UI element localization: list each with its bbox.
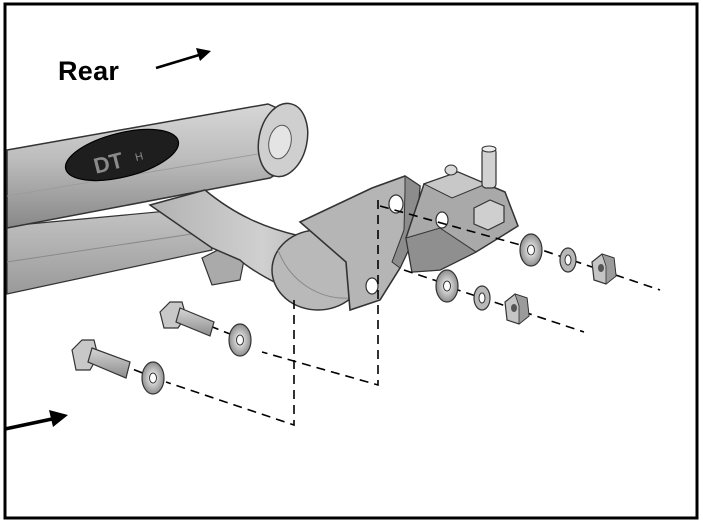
lock-washer-icon	[473, 285, 491, 311]
mounting-bracket	[298, 175, 421, 312]
nut-icon	[473, 199, 505, 231]
front-arrow-icon	[4, 410, 68, 431]
vehicle-bracket	[405, 145, 519, 273]
washer-icon	[141, 361, 165, 395]
nut-icon	[591, 253, 617, 285]
rear-direction-label: Rear	[58, 56, 120, 86]
logo-plate	[64, 128, 180, 182]
bolt-icon	[71, 339, 131, 379]
stud-bolt-icon	[481, 147, 497, 189]
bracket-hole	[365, 277, 379, 295]
nut-icon	[504, 293, 530, 325]
bracket-hole	[388, 194, 404, 214]
washer-icon	[435, 269, 459, 303]
svg-text:H: H	[134, 150, 145, 164]
rear-arrow-icon	[155, 48, 211, 70]
bolt-icon	[159, 301, 215, 337]
washer-icon	[228, 323, 252, 357]
lower-frame-rail	[6, 207, 213, 295]
lock-washer-icon	[559, 247, 577, 273]
step-tube: DT H	[6, 102, 309, 229]
washer-icon	[519, 233, 543, 267]
